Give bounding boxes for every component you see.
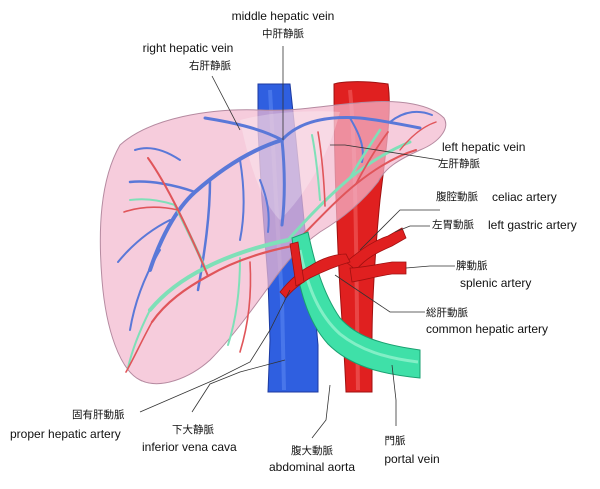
label-proper-hepatic-artery-en: proper hepatic artery bbox=[10, 427, 121, 441]
celiac-trunk bbox=[279, 227, 407, 299]
label-abdominal-aorta-en: abdominal aorta bbox=[269, 460, 355, 474]
label-abdominal-aorta-ja: 腹大動脈 bbox=[291, 444, 333, 457]
label-left-hepatic-vein: left hepatic vein 左肝静脈 bbox=[438, 140, 525, 170]
label-left-hepatic-vein-ja: 左肝静脈 bbox=[438, 157, 480, 170]
label-portal-vein-ja: 門脈 bbox=[385, 434, 406, 447]
label-middle-hepatic-vein-ja: 中肝静脈 bbox=[262, 27, 304, 40]
label-left-gastric-artery-en: left gastric artery bbox=[488, 218, 577, 232]
label-portal-vein: 門脈 portal vein bbox=[384, 434, 439, 466]
label-common-hepatic-artery-en: common hepatic artery bbox=[426, 322, 548, 336]
hepatic-veins bbox=[117, 110, 433, 331]
label-inferior-vena-cava: 下大静脈 inferior vena cava bbox=[142, 423, 237, 454]
label-celiac-artery: 腹腔動脈 celiac artery bbox=[436, 190, 557, 204]
leader-lines bbox=[139, 46, 455, 439]
portal-vein bbox=[291, 231, 421, 379]
label-middle-hepatic-vein: middle hepatic vein 中肝静脈 bbox=[232, 9, 335, 40]
label-proper-hepatic-artery: 固有肝動脈 proper hepatic artery bbox=[10, 408, 125, 441]
label-middle-hepatic-vein-en: middle hepatic vein bbox=[232, 9, 335, 23]
label-left-gastric-artery: 左胃動脈 left gastric artery bbox=[432, 218, 577, 232]
label-left-hepatic-vein-en: left hepatic vein bbox=[442, 140, 525, 154]
label-celiac-artery-ja: 腹腔動脈 bbox=[436, 190, 478, 203]
label-inferior-vena-cava-ja: 下大静脈 bbox=[172, 423, 214, 436]
label-right-hepatic-vein-ja: 右肝静脈 bbox=[189, 59, 231, 72]
label-left-gastric-artery-ja: 左胃動脈 bbox=[432, 218, 474, 231]
label-splenic-artery: 脾動脈 splenic artery bbox=[456, 259, 531, 290]
label-inferior-vena-cava-en: inferior vena cava bbox=[142, 440, 237, 454]
label-right-hepatic-vein-en: right hepatic vein bbox=[143, 41, 234, 55]
label-common-hepatic-artery: 総肝動脈 common hepatic artery bbox=[426, 306, 548, 336]
label-splenic-artery-ja: 脾動脈 bbox=[456, 259, 488, 272]
label-proper-hepatic-artery-ja: 固有肝動脈 bbox=[72, 408, 125, 421]
label-common-hepatic-artery-ja: 総肝動脈 bbox=[426, 306, 468, 319]
hepatic-artery-branches bbox=[123, 121, 437, 373]
label-splenic-artery-en: splenic artery bbox=[460, 276, 531, 290]
label-portal-vein-en: portal vein bbox=[384, 452, 439, 466]
label-right-hepatic-vein: right hepatic vein 右肝静脈 bbox=[143, 41, 234, 72]
label-abdominal-aorta: 腹大動脈 abdominal aorta bbox=[269, 444, 355, 474]
label-celiac-artery-en: celiac artery bbox=[492, 190, 557, 204]
